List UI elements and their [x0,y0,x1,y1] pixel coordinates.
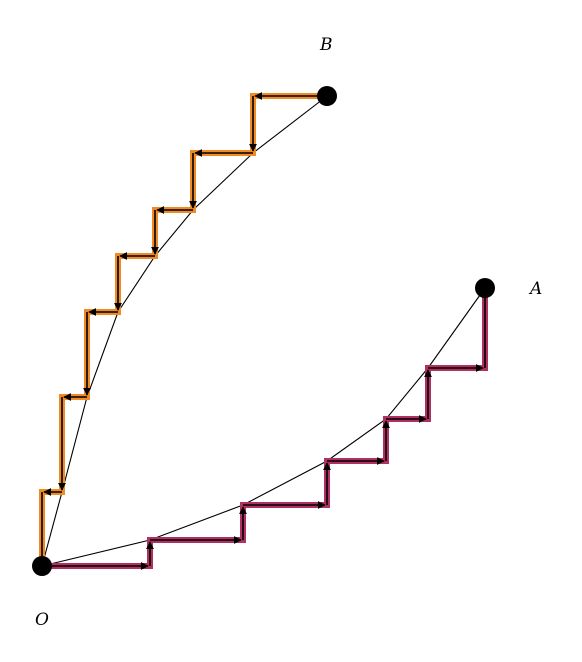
curve-o-to-b [41,95,328,567]
label-b: B [319,35,333,55]
point-o-marker [32,556,52,576]
point-a-marker [475,278,495,298]
staircase-band-to-b [39,93,327,566]
curve-o-to-a [41,287,486,567]
arrows-path-a [42,364,484,570]
label-o: O [35,610,49,630]
label-a: A [528,279,542,299]
point-b-marker [317,86,337,106]
staircase-band-to-a [42,288,488,569]
arrows-path-b [43,92,327,496]
